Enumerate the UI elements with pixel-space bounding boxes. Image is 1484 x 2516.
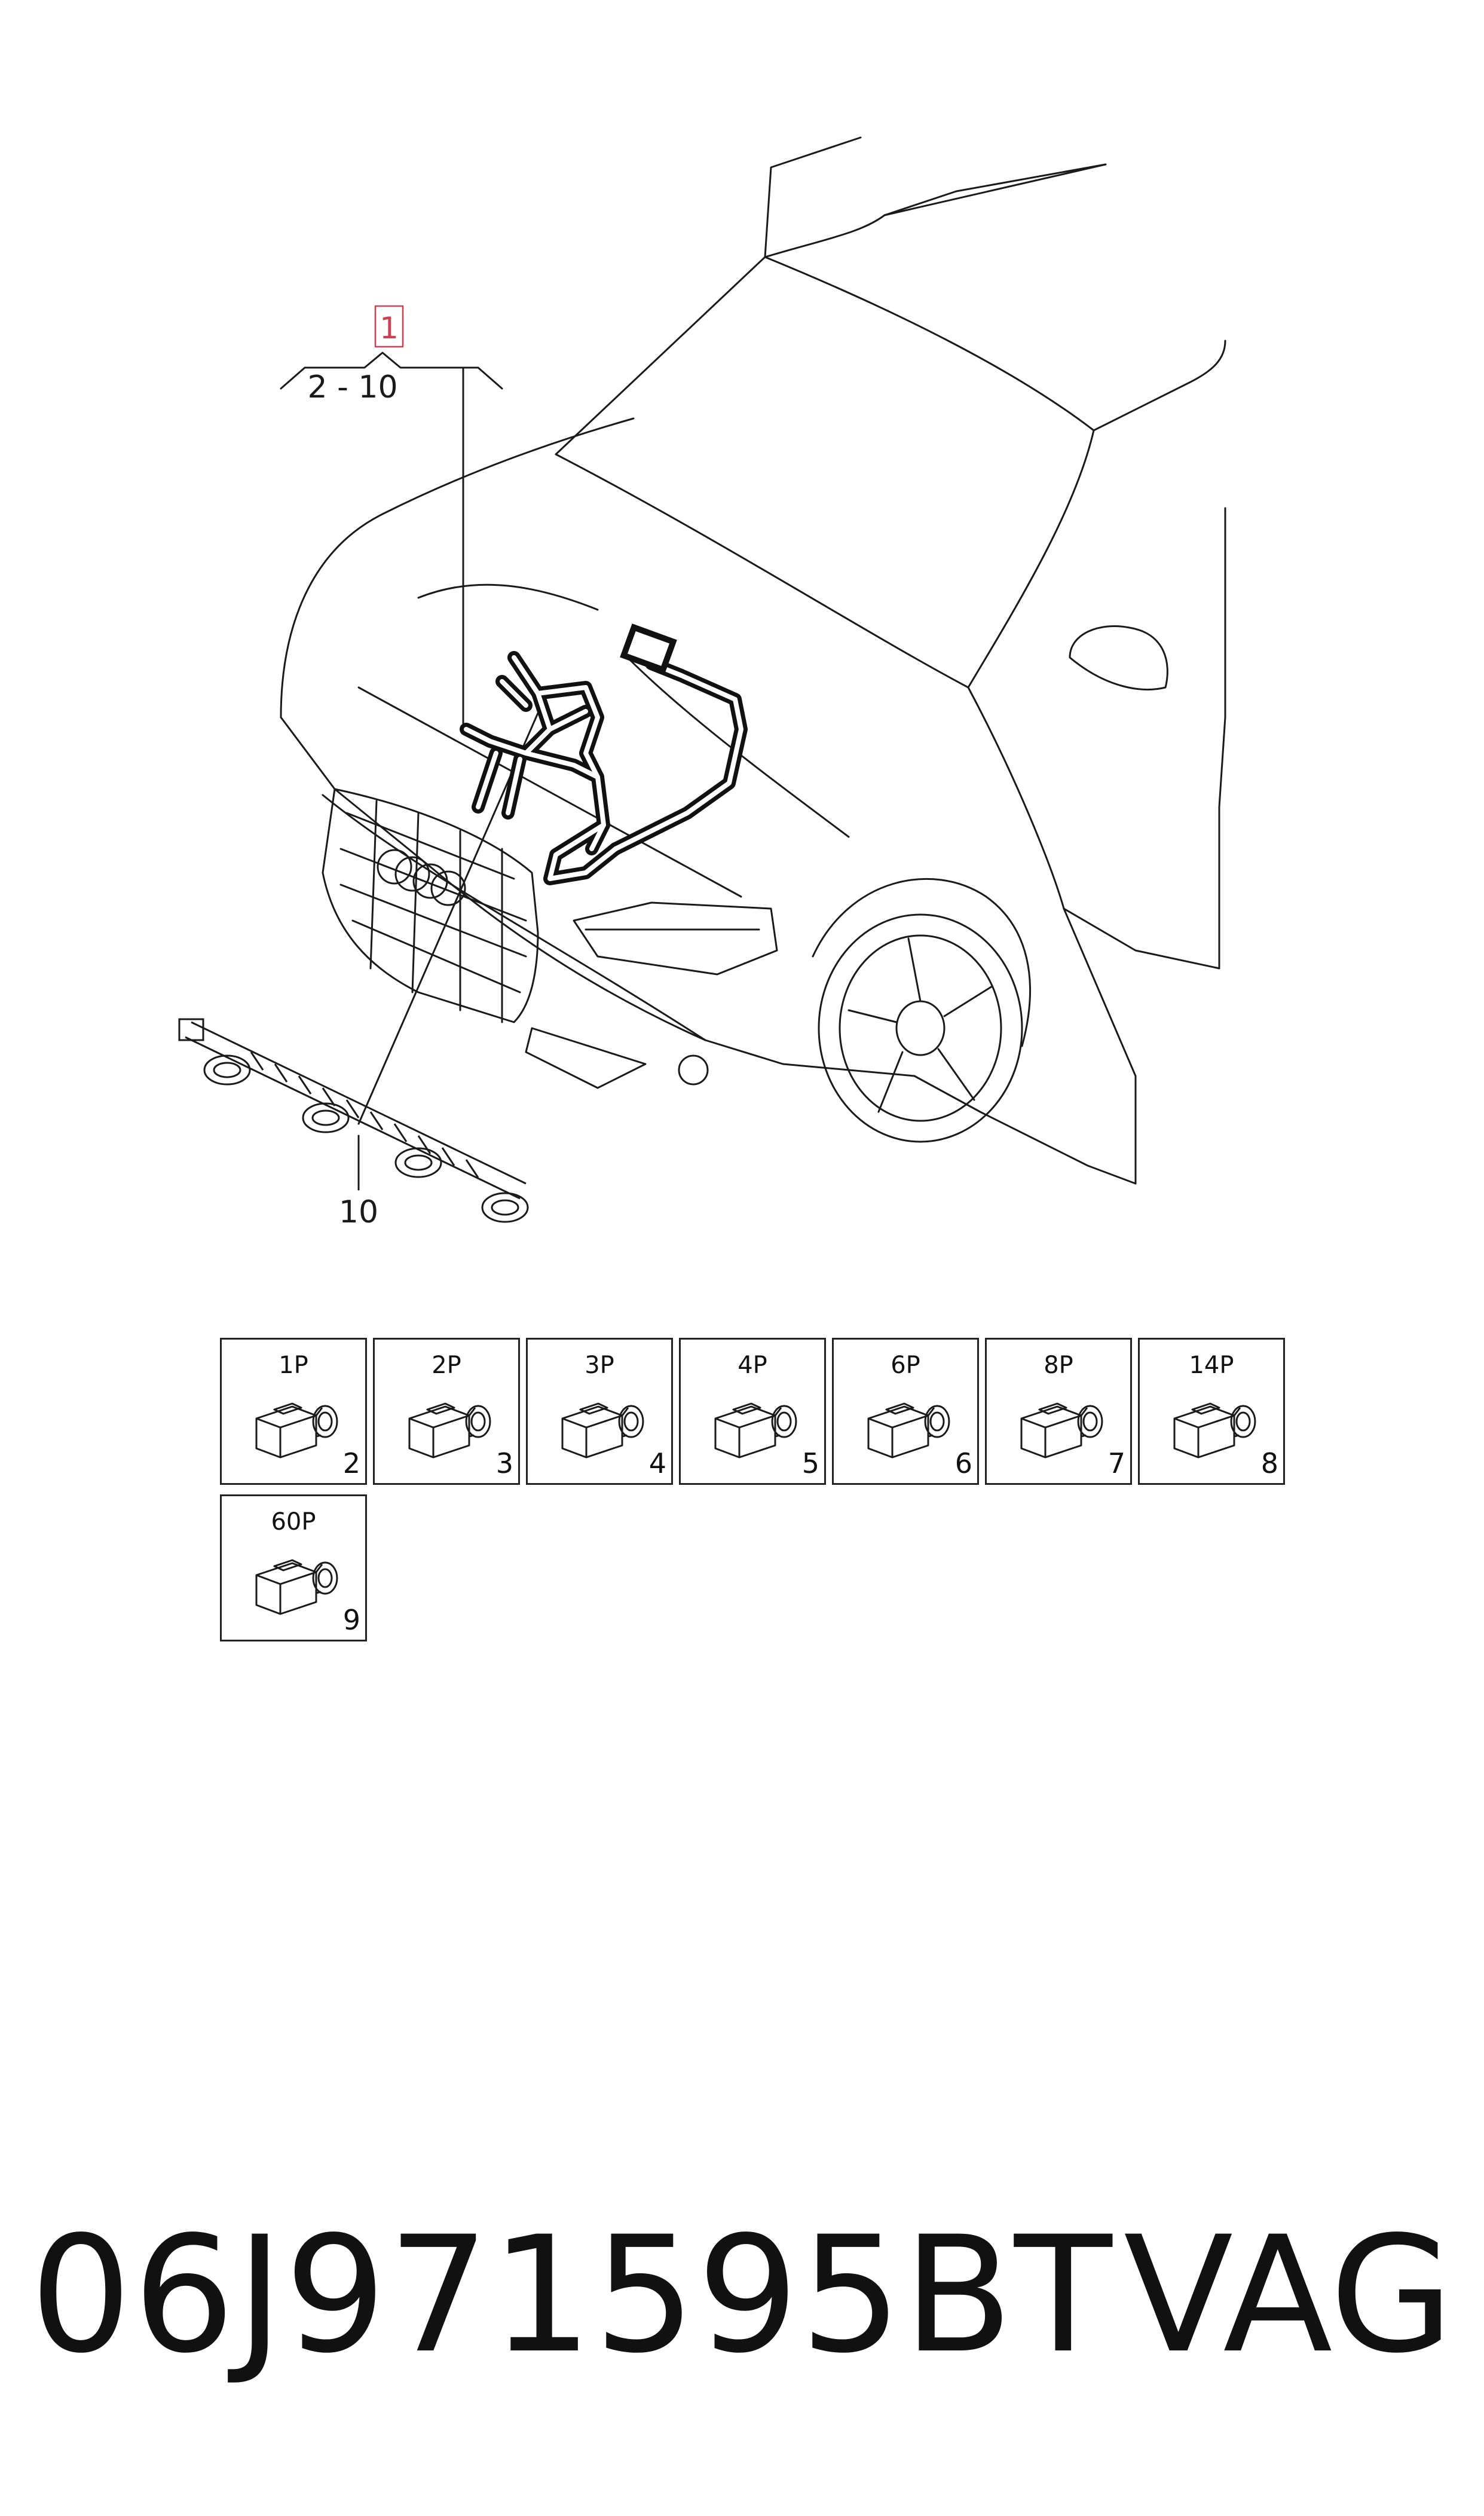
connector-cell: 3P 4 [526,1338,673,1485]
connector-plug-icon [408,1402,491,1459]
engine-harness-part-10 [178,1018,529,1223]
connector-cell: 1P 2 [220,1338,367,1485]
connector-pin-label: 14P [1189,1352,1234,1379]
connector-plug-icon [1173,1402,1256,1459]
connector-cell: 60P 9 [220,1494,367,1641]
car-outline [280,136,1226,1185]
connector-cell: 14P 8 [1138,1338,1285,1485]
connector-pin-label: 2P [432,1352,461,1379]
car-wiring-diagram: 1 2 - 10 10 [178,136,1226,1230]
connector-item-number: 5 [801,1447,819,1479]
connector-pin-label: 6P [891,1352,920,1379]
connector-plug-icon [255,1559,338,1615]
connector-cell: 4P 5 [679,1338,826,1485]
connector-item-number: 7 [1107,1447,1125,1479]
connector-plug-icon [867,1402,950,1459]
connector-pin-label: 4P [738,1352,767,1379]
callout-range-label: 2 - 10 [307,369,397,405]
grille [322,788,539,1023]
part-number: 06J971595BT [30,2202,1113,2389]
connector-cell: 6P 6 [832,1338,979,1485]
connector-pin-label: 3P [585,1352,614,1379]
connector-pin-label: 1P [279,1352,308,1379]
connector-cell: 2P 3 [373,1338,520,1485]
connector-item-number: 6 [954,1447,972,1479]
lower-grille [525,1027,709,1089]
connector-plug-icon [255,1402,338,1459]
connector-pin-label: 60P [271,1508,316,1536]
connector-item-number: 9 [342,1604,360,1636]
callout-main-label: 1 [380,311,399,346]
connector-plug-icon [561,1402,644,1459]
connector-item-number: 3 [495,1447,513,1479]
connector-plug-icon [714,1402,797,1459]
side-mirror [1069,625,1168,690]
connector-item-number: 4 [648,1447,666,1479]
connector-item-number: 8 [1260,1447,1278,1479]
connector-item-number: 2 [342,1447,360,1479]
connector-cell: 8P 7 [985,1338,1132,1485]
headlight [573,901,778,976]
connector-pin-label: 8P [1044,1352,1073,1379]
connector-plug-icon [1020,1402,1103,1459]
brand-name: VAG [1124,2202,1454,2389]
callout-part-10-label: 10 [339,1194,378,1230]
front-wheel [812,878,1031,1143]
